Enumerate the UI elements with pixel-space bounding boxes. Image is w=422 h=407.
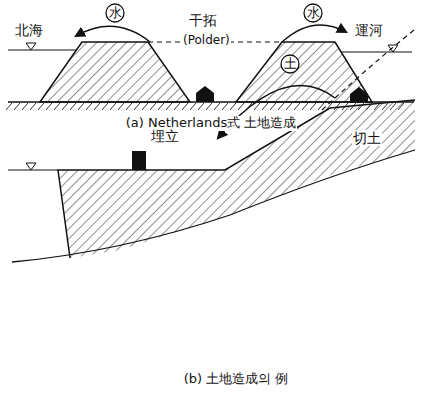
ground-tick [110,103,116,110]
ground-tick [30,103,36,110]
area-label: (Polder) [182,34,231,48]
area-label: 切土 [352,130,382,146]
area-label: 埋立 [150,128,180,144]
house [196,86,214,102]
ground-tick [214,103,220,110]
circle-text: 水 [303,6,323,20]
ground-tick [302,103,308,110]
circle-text: 土 [280,57,300,71]
water-level [8,49,76,50]
dike [40,42,190,102]
water-mark [26,163,36,170]
ground-tick [150,103,156,110]
dike [236,42,372,102]
figure-caption: (b) 土地造成의 例 [183,372,290,387]
water-level [8,169,58,170]
earth-fill [58,100,415,258]
circle-text: 水 [105,6,125,20]
pump-arrow [76,26,150,42]
place-name: 北海 [14,22,44,38]
ground-tick [198,103,204,110]
original-ground [12,150,415,262]
ground-tick [294,103,300,110]
ground-tick [86,103,92,110]
ground-tick [222,103,228,110]
ground-tick [134,103,140,110]
circled-character: 水 [105,3,125,23]
ground-tick [190,103,196,110]
ground-tick [54,103,60,110]
building [132,151,146,170]
ground-tick [166,103,172,110]
ground-tick [78,103,84,110]
ground-tick [22,103,28,110]
ground-tick [270,103,276,110]
ground-tick [118,103,124,110]
ground-tick [310,103,316,110]
water-level [341,51,412,52]
ground-tick [182,103,188,110]
ground-tick [94,103,100,110]
ground-tick [238,103,244,110]
ground-tick [46,103,52,110]
ground-tick [126,103,132,110]
ground-tick [286,103,292,110]
ground-tick [206,103,212,110]
ground-tick [14,103,20,110]
ground-tick [62,103,68,110]
circled-character: 土 [280,54,300,74]
circled-character: 水 [303,3,323,23]
ground-tick [254,103,260,110]
ground-tick [38,103,44,110]
ground-tick [262,103,268,110]
ground-tick [70,103,76,110]
original-slope [322,30,414,110]
place-name: 運河 [354,22,384,38]
ground-tick [158,103,164,110]
water-mark [388,45,398,52]
ground-tick [230,103,236,110]
pump-arrow [282,25,346,42]
ground-tick [278,103,284,110]
ground-tick [6,103,12,110]
ground-tick [174,103,180,110]
ground-tick [142,103,148,110]
area-label: 干拓 [188,12,218,28]
house [350,87,368,103]
ground-tick [102,103,108,110]
water-mark [26,43,36,50]
ground-surface [58,100,415,258]
